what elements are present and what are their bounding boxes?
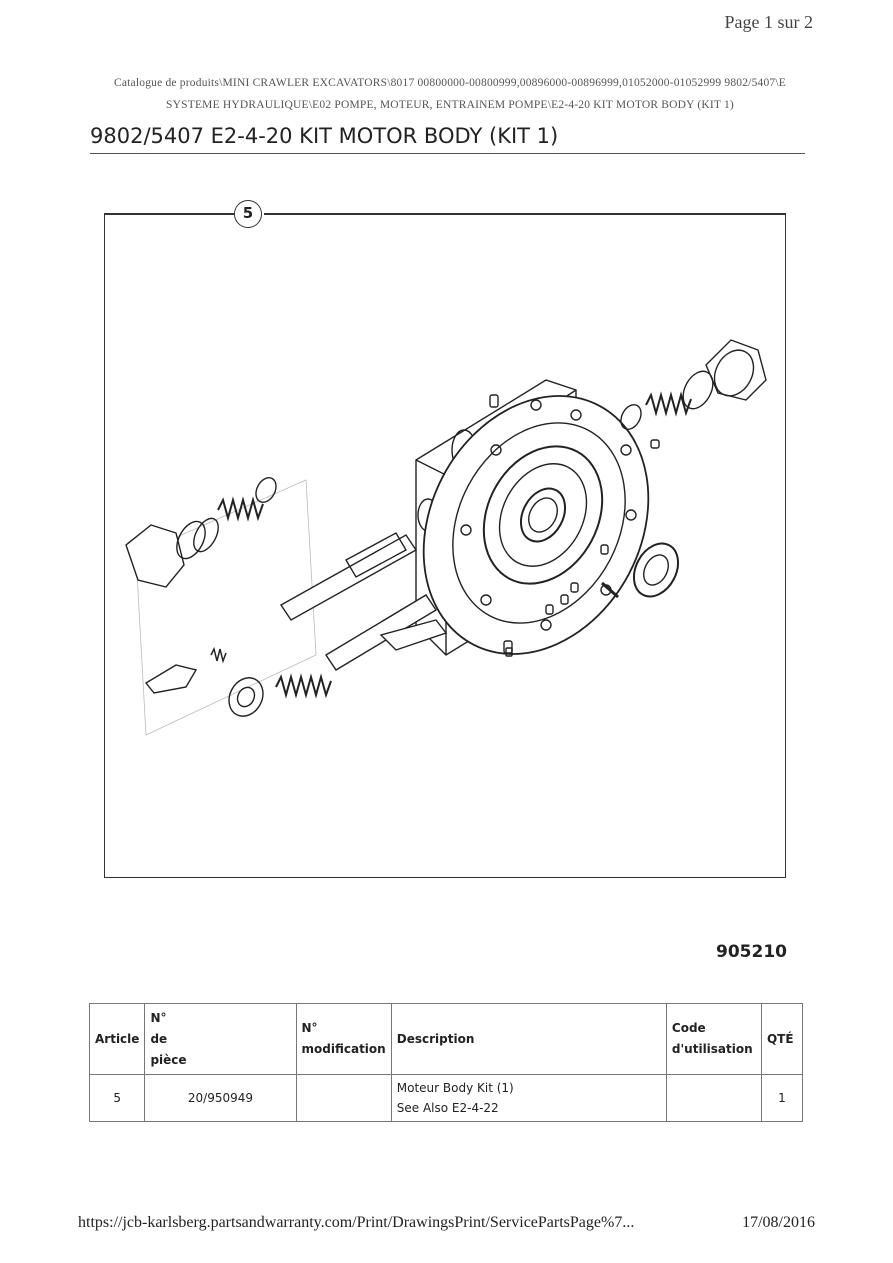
header-quantity: QTÉ	[760, 1003, 804, 1075]
header-article: Article	[88, 1003, 146, 1075]
cell-article: 5	[88, 1074, 146, 1122]
cell-part-number: 20/950949	[144, 1074, 297, 1122]
header-part-number-line: N°	[150, 1010, 167, 1025]
header-usage-code: Code d'utilisation	[665, 1003, 762, 1075]
header-usage-code-line: d'utilisation	[671, 1042, 753, 1056]
cell-usage-code	[665, 1074, 762, 1122]
table-header-row: Article N° de pièce N° modification Desc…	[88, 1003, 804, 1075]
description-line-1: Moteur Body Kit (1)	[396, 1081, 514, 1095]
breadcrumb: Catalogue de produits\MINI CRAWLER EXCAV…	[60, 72, 840, 116]
cell-description: Moteur Body Kit (1) See Also E2-4-22	[390, 1074, 667, 1122]
header-modification-line: modification	[301, 1042, 386, 1056]
footer-date: 17/08/2016	[742, 1214, 815, 1231]
title-divider	[90, 153, 805, 154]
header-modification-line: N°	[301, 1021, 318, 1035]
footer-url: https://jcb-karlsberg.partsandwarranty.c…	[78, 1214, 635, 1231]
cell-modification	[295, 1074, 392, 1122]
header-part-number-line: de	[150, 1031, 168, 1046]
header-modification: N° modification	[295, 1003, 392, 1075]
drawing-number: 905210	[716, 942, 787, 962]
callout-5: 5	[234, 200, 262, 228]
page-title: 9802/5407 E2-4-20 KIT MOTOR BODY (KIT 1)	[90, 124, 559, 148]
header-usage-code-line: Code	[671, 1021, 706, 1035]
header-description: Description	[390, 1003, 667, 1075]
diagram-frame	[104, 213, 786, 878]
exploded-motor-body-drawing	[125, 339, 767, 736]
header-part-number: N° de pièce	[144, 1003, 297, 1075]
breadcrumb-line-2: SYSTEME HYDRAULIQUE\E02 POMPE, MOTEUR, E…	[166, 99, 734, 111]
frame-top-edge-right	[264, 213, 786, 215]
header-part-number-line: pièce	[150, 1052, 187, 1067]
description-line-2: See Also E2-4-22	[396, 1101, 499, 1115]
cell-quantity: 1	[760, 1074, 804, 1122]
parts-table: Article N° de pièce N° modification Desc…	[88, 1003, 804, 1122]
page-number: Page 1 sur 2	[724, 12, 814, 32]
table-row: 5 20/950949 Moteur Body Kit (1) See Also…	[88, 1074, 804, 1122]
breadcrumb-line-1: Catalogue de produits\MINI CRAWLER EXCAV…	[113, 77, 787, 89]
frame-top-edge-left	[104, 213, 234, 215]
